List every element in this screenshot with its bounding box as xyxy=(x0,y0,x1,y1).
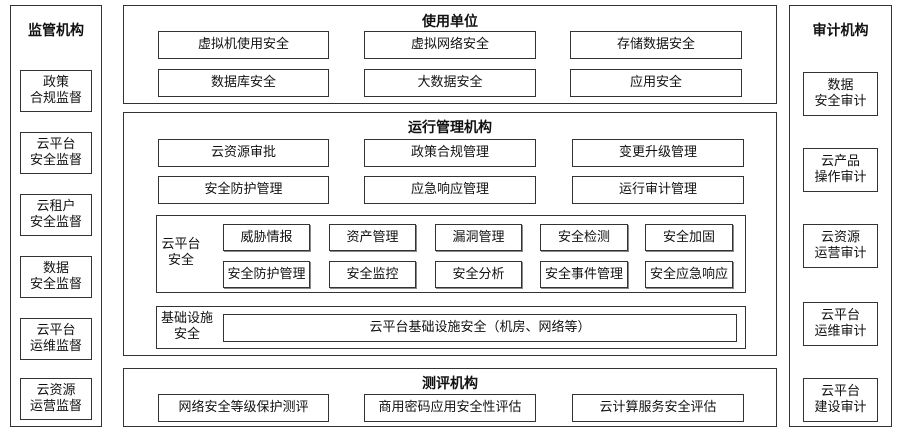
infra-security-panel: 基础设施 安全 云平台基础设施安全（机房、网络等） xyxy=(156,306,746,349)
ops-item-approval: 云资源审批 xyxy=(158,139,329,167)
sec-item-vuln: 漏洞管理 xyxy=(435,224,522,251)
sec-item-analysis: 安全分析 xyxy=(435,261,522,288)
auditor-item-data: 数据 安全审计 xyxy=(803,72,878,116)
sec-item-detect: 安全检测 xyxy=(540,224,628,251)
user-unit-item-bigdata: 大数据安全 xyxy=(364,69,536,97)
regulator-panel: 监管机构 政策 合规监督 云平台 安全监督 云租户 安全监督 数据 安全监督 云… xyxy=(10,5,102,427)
user-unit-item-storage: 存储数据安全 xyxy=(570,31,742,59)
regulator-item-ops: 云平台 运维监督 xyxy=(20,318,92,360)
eval-item-crypto: 商用密码应用安全性评估 xyxy=(364,394,536,422)
regulator-item-resource: 云资源 运营监督 xyxy=(20,378,92,420)
infra-security-label: 基础设施 安全 xyxy=(160,311,213,342)
eval-item-mlps: 网络安全等级保护测评 xyxy=(158,394,329,422)
cloud-security-label: 云平台 安全 xyxy=(161,237,201,268)
cloud-security-panel: 云平台 安全 威胁情报 资产管理 漏洞管理 安全检测 安全加固 安全防护管理 安… xyxy=(156,215,746,293)
user-unit-item-vm: 虚拟机使用安全 xyxy=(158,31,329,59)
ops-item-emergency: 应急响应管理 xyxy=(364,176,536,204)
ops-item-change: 变更升级管理 xyxy=(572,139,744,167)
user-unit-item-app: 应用安全 xyxy=(570,69,742,97)
regulator-item-policy: 政策 合规监督 xyxy=(20,70,92,112)
user-unit-item-vnet: 虚拟网络安全 xyxy=(364,31,536,59)
auditor-panel: 审计机构 数据 安全审计 云产品 操作审计 云资源 运营审计 云平台 运维审计 … xyxy=(789,5,892,427)
sec-item-incident: 安全事件管理 xyxy=(540,261,628,288)
regulator-item-data: 数据 安全监督 xyxy=(20,256,92,298)
user-unit-panel: 使用单位 虚拟机使用安全 虚拟网络安全 存储数据安全 数据库安全 大数据安全 应… xyxy=(123,5,777,104)
auditor-title: 审计机构 xyxy=(812,23,869,39)
user-unit-item-db: 数据库安全 xyxy=(158,69,329,97)
auditor-item-product: 云产品 操作审计 xyxy=(803,148,878,192)
auditor-item-ops: 云平台 运维审计 xyxy=(803,302,878,346)
infra-item-facility: 云平台基础设施安全（机房、网络等） xyxy=(223,314,737,342)
sec-item-asset: 资产管理 xyxy=(329,224,416,251)
ops-title: 运行管理机构 xyxy=(408,120,492,136)
ops-item-policy: 政策合规管理 xyxy=(364,139,536,167)
sec-item-protection: 安全防护管理 xyxy=(223,261,310,288)
user-unit-title: 使用单位 xyxy=(422,14,478,30)
eval-item-cloud: 云计算服务安全评估 xyxy=(572,394,744,422)
ops-item-protection: 安全防护管理 xyxy=(158,176,329,204)
sec-item-response: 安全应急响应 xyxy=(645,261,733,288)
sec-item-monitor: 安全监控 xyxy=(329,261,416,288)
regulator-item-tenant: 云租户 安全监督 xyxy=(20,194,92,236)
eval-title: 测评机构 xyxy=(422,376,478,392)
ops-panel: 运行管理机构 云资源审批 政策合规管理 变更升级管理 安全防护管理 应急响应管理… xyxy=(123,112,777,356)
auditor-item-resource: 云资源 运营审计 xyxy=(803,224,878,268)
eval-panel: 测评机构 网络安全等级保护测评 商用密码应用安全性评估 云计算服务安全评估 xyxy=(123,368,777,427)
regulator-item-platform: 云平台 安全监督 xyxy=(20,132,92,174)
sec-item-harden: 安全加固 xyxy=(645,224,733,251)
ops-item-audit: 运行审计管理 xyxy=(572,176,744,204)
sec-item-threat-intel: 威胁情报 xyxy=(223,224,310,251)
regulator-title: 监管机构 xyxy=(28,23,84,39)
auditor-item-build: 云平台 建设审计 xyxy=(803,378,878,422)
